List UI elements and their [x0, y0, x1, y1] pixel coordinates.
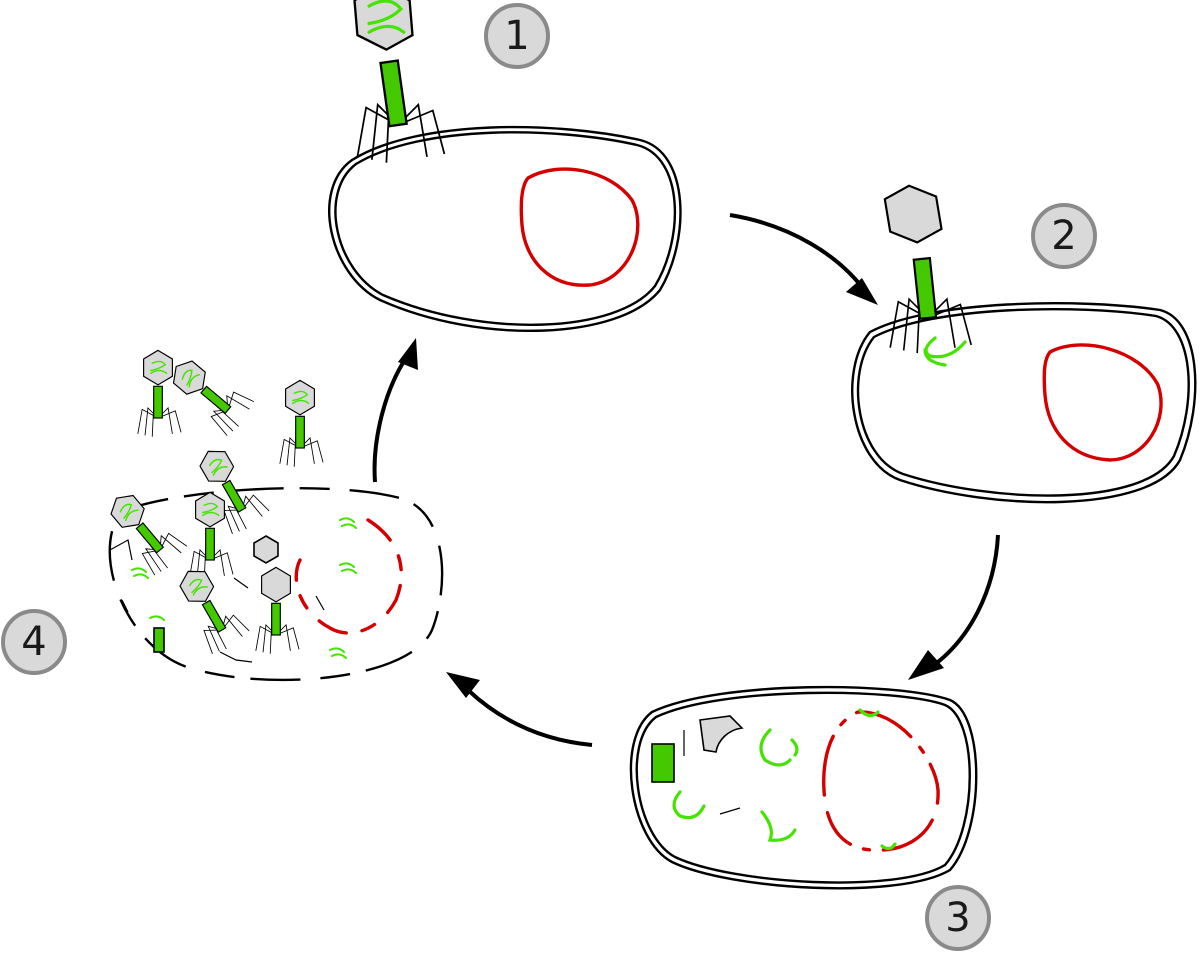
- host-chromosome: [519, 167, 640, 287]
- arrow-2-to-3: [908, 534, 1000, 680]
- arrow-3-to-4: [446, 672, 593, 747]
- host-chromosome-fragmented: [822, 710, 940, 852]
- phage-dna-copies: [672, 708, 897, 851]
- loose-phage-dna: [131, 517, 357, 659]
- step-badge-4: 4: [1, 609, 67, 675]
- capsid-part: [699, 715, 744, 753]
- host-chromosome: [1042, 343, 1163, 462]
- released-phages: [101, 349, 323, 656]
- empty-phage: [883, 184, 972, 354]
- svg-text:4: 4: [21, 619, 46, 665]
- step-badge-2: 2: [1031, 203, 1097, 269]
- step-badge-3: 3: [925, 885, 991, 951]
- injected-phage-dna: [923, 336, 967, 367]
- stage-1-attachment: [328, 0, 682, 333]
- svg-text:2: 2: [1051, 213, 1076, 259]
- stage-2-injection: [851, 184, 1197, 504]
- svg-text:1: 1: [504, 13, 529, 59]
- step-badge-1: 1: [484, 3, 550, 69]
- stage-3-replication: [629, 685, 978, 890]
- stage-4-lysis: [101, 349, 444, 682]
- svg-text:3: 3: [945, 895, 970, 941]
- attaching-phage: [353, 0, 446, 163]
- arrow-1-to-2: [729, 213, 878, 305]
- arrow-4-to-1: [372, 338, 418, 483]
- phage-tail-part: [651, 743, 675, 783]
